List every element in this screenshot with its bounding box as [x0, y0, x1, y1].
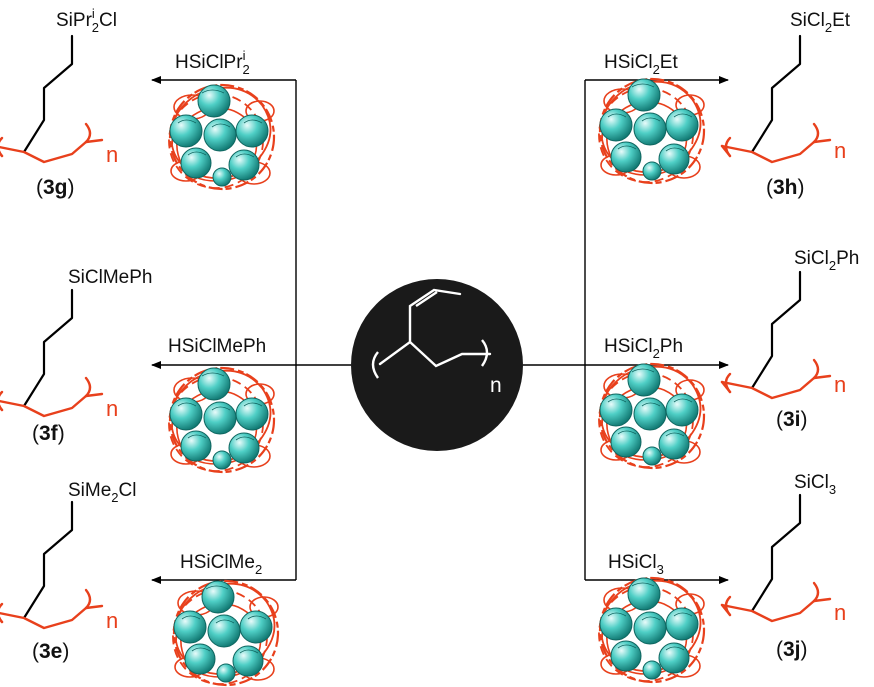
product-3e-n: n: [106, 608, 118, 633]
product-3j: SiCl3 n (3j): [720, 472, 846, 661]
product-3h: SiCl2Et n (3h): [720, 10, 851, 199]
product-3j-group: SiCl3: [794, 472, 836, 497]
product-3g-n: n: [106, 142, 118, 167]
right-bracket: [481, 339, 489, 367]
catalyst-cluster-3h: [597, 77, 706, 185]
product-3f: SiClMePh n (3f): [0, 267, 152, 445]
product-3f-id: (3f): [32, 422, 65, 445]
catalyst-cluster-3f: [167, 366, 276, 474]
catalyst-cluster-3e: [171, 579, 280, 687]
product-3i: SiCl2Ph n (3i): [720, 248, 859, 431]
product-3h-n: n: [834, 138, 846, 163]
product-3h-id: (3h): [766, 176, 805, 199]
center-n-label: n: [490, 374, 502, 397]
connector-lines: [295, 80, 586, 580]
catalyst-cluster-3j: [597, 576, 706, 684]
reagent-3j: HSiCl3: [608, 552, 664, 577]
product-3e: SiMe2Cl n (3e): [0, 480, 136, 663]
product-3i-n: n: [834, 372, 846, 397]
catalyst-cluster-3g: [167, 83, 276, 191]
product-3i-group: SiCl2Ph: [794, 248, 859, 273]
product-3j-id: (3j): [776, 638, 808, 661]
product-3f-n: n: [106, 396, 118, 421]
product-3h-group: SiCl2Et: [790, 10, 851, 35]
catalyst-cluster-3i: [597, 362, 706, 470]
product-3f-group: SiClMePh: [68, 267, 152, 288]
left-bracket: [371, 351, 379, 379]
starting-polymer: n: [351, 279, 523, 451]
product-3j-n: n: [834, 600, 846, 625]
product-3e-id: (3e): [32, 640, 69, 663]
polymer-backbone: [378, 340, 492, 368]
product-3i-id: (3i): [776, 408, 808, 431]
reagent-3h: HSiCl2Et: [604, 52, 678, 77]
product-3g-id: (3g): [36, 176, 75, 199]
product-3e-group: SiMe2Cl: [68, 480, 136, 505]
reagent-3i: HSiCl2Ph: [604, 336, 683, 361]
reagent-3e: HSiClMe2: [180, 552, 262, 577]
reagent-3f: HSiClMePh: [168, 336, 266, 357]
vinyl-group: [408, 288, 462, 344]
